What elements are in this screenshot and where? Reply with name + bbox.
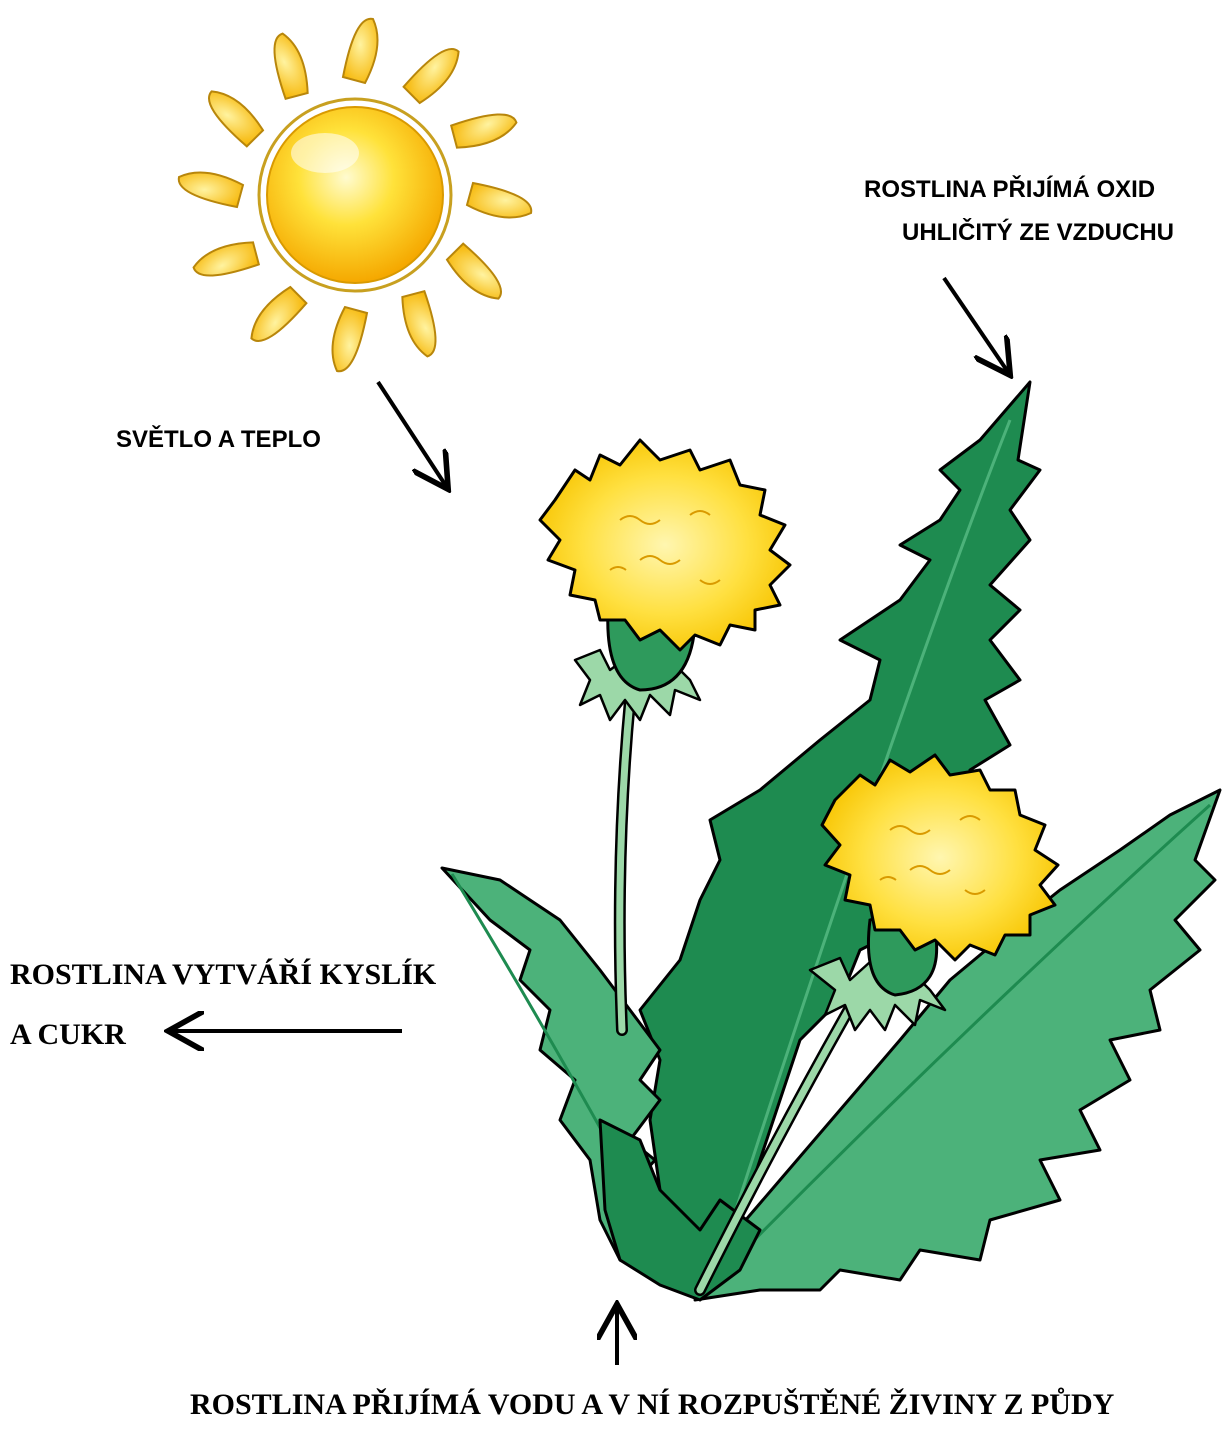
arrow-co2 <box>944 278 1008 372</box>
sun-icon <box>179 19 531 371</box>
sun-disc <box>267 107 443 283</box>
label-water: ROSTLINA PŘIJÍMÁ VODU A V NÍ ROZPUŠTĚNÉ … <box>190 1388 1114 1422</box>
label-oxygen-line2: A CUKR <box>10 1018 126 1052</box>
label-light-heat: SVĚTLO A TEPLO <box>116 426 321 454</box>
dandelion-flower-top <box>540 440 790 720</box>
label-oxygen-line1: ROSTLINA VYTVÁŘÍ KYSLÍK <box>10 958 436 992</box>
label-co2-line2: UHLIČITÝ ZE VZDUCHU <box>902 219 1174 247</box>
arrow-light <box>378 382 446 486</box>
flower-head-top <box>540 440 790 650</box>
label-co2-line1: ROSTLINA PŘIJÍMÁ OXID <box>864 176 1155 204</box>
